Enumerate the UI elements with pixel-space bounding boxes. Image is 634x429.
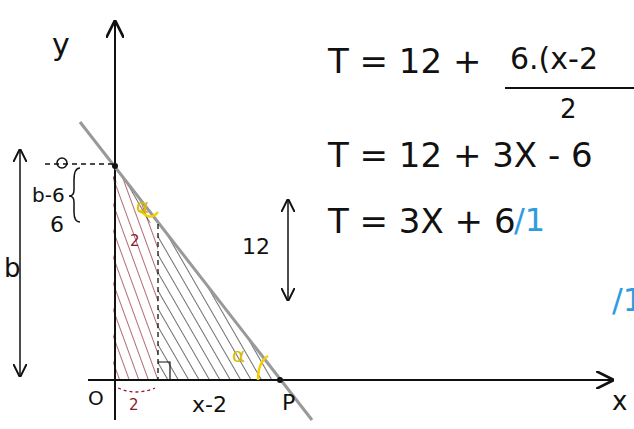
equation: T = 12 + 3X - 6 — [328, 138, 593, 172]
point-p — [277, 377, 283, 383]
axis-label: y — [52, 30, 70, 60]
dimension-label: 6 — [50, 214, 64, 236]
y-axis — [114, 22, 116, 420]
dimension-label: b-6 — [32, 185, 65, 205]
dimension-label: 2 — [130, 234, 140, 249]
red-hatch — [113, 165, 158, 380]
equation: T = 3X + 6 — [328, 204, 516, 238]
check-mark: /1 — [612, 284, 634, 316]
axis-label: x — [612, 388, 627, 414]
origin-label: O — [88, 388, 104, 408]
dimension-label: b — [4, 255, 21, 281]
dimension-label: x-2 — [192, 394, 227, 416]
check-mark: /1 — [514, 204, 545, 236]
brace — [118, 388, 155, 392]
dimension-label: 2 — [129, 398, 139, 413]
x-axis — [88, 379, 612, 381]
point-label: P — [282, 392, 295, 414]
dashed-line — [45, 163, 113, 164]
brace — [69, 168, 80, 222]
angle-arc — [258, 356, 268, 380]
dimension-arrow — [287, 200, 289, 300]
equation: T = 12 + — [328, 44, 481, 78]
circle-mark — [57, 158, 67, 168]
angle-label: α — [136, 196, 149, 216]
equation: 2 — [560, 96, 577, 122]
function-line — [80, 122, 312, 420]
right-angle-mark — [158, 362, 170, 380]
angle-label: α — [232, 345, 245, 365]
dashed-line — [157, 224, 158, 380]
fraction-bar — [505, 87, 634, 89]
equation: 6.(x-2 — [510, 44, 598, 74]
dimension-label: 12 — [242, 236, 270, 258]
